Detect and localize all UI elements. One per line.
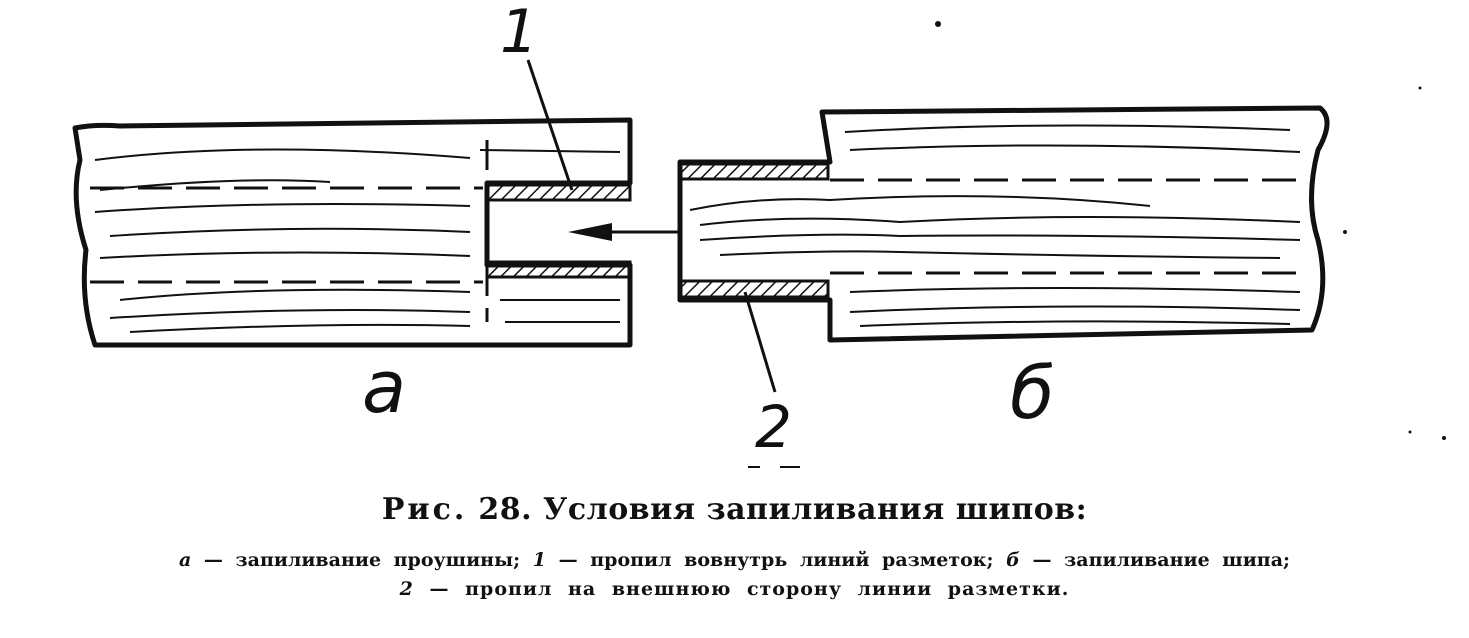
figure-title: Условия запиливания шипов: (542, 492, 1088, 527)
legend-mark-2: 2 (399, 578, 414, 600)
figure-prefix: Рис. (381, 492, 468, 527)
legend-mark-b: б (1006, 549, 1020, 571)
joinery-diagram: 1 2 a б (72, 0, 1446, 468)
kerf-hatch-tenon-top (678, 162, 830, 181)
legend-text-b: — запиливание шипа; (1032, 549, 1291, 571)
legend-text-a: — запиливание проушины; (203, 549, 521, 571)
kerf-hatch-bottom (485, 260, 632, 279)
legend-text-1: — пропил вовнутрь линий разметок; (558, 549, 994, 571)
callout-label-2: 2 (755, 393, 792, 461)
legend-text-2: — пропил на внешнюю сторону линии размет… (429, 578, 1070, 600)
figure-caption: Рис. 28. Условия запиливания шипов: (0, 492, 1469, 527)
kerf-hatch-top (485, 183, 632, 202)
tenon-marking-lines (830, 178, 1310, 275)
mortise-marking-lines (90, 140, 489, 322)
tenon-piece-outline (677, 105, 1330, 343)
legend-mark-1: 1 (532, 549, 547, 571)
tenon-piece (677, 105, 1330, 343)
leader-line-2 (743, 291, 777, 393)
insertion-arrow (568, 223, 690, 241)
figure-number: 28. (478, 492, 533, 527)
kerf-hatch-tenon-bottom (678, 279, 830, 299)
legend-mark-a: а (178, 549, 192, 571)
legend-line-1: а — запиливание проушины; 1 — пропил вов… (0, 549, 1469, 571)
tenon-wood-grain (689, 124, 1301, 327)
mortise-piece (72, 117, 690, 348)
scan-specks (748, 21, 1446, 468)
part-a-label: a (362, 345, 406, 429)
legend-line-2: 2 — пропил на внешнюю сторону линии разм… (0, 578, 1469, 600)
leader-line-1 (526, 59, 574, 191)
part-b-label: б (1010, 351, 1054, 435)
callout-label-1: 1 (500, 0, 538, 67)
mortise-piece-outline (72, 117, 633, 348)
mortise-wood-grain (94, 148, 621, 333)
